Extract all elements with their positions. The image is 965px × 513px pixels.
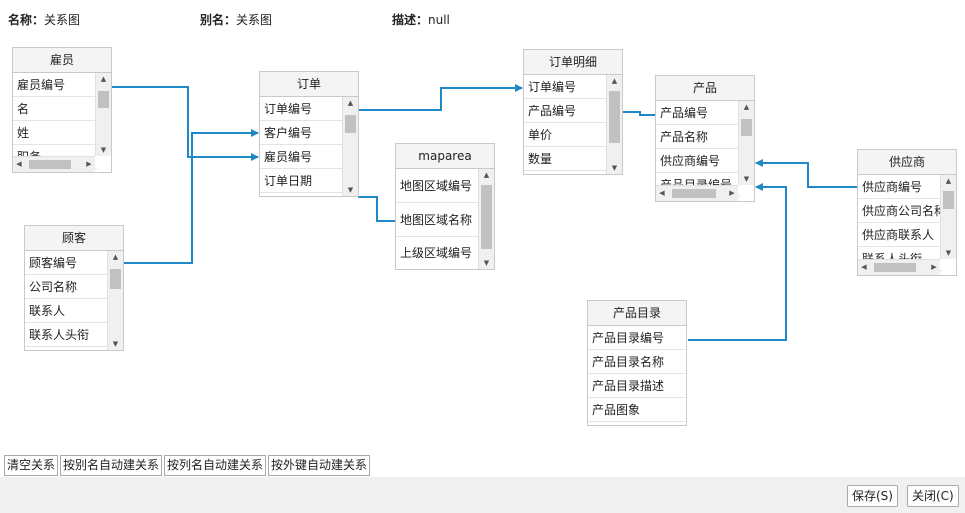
- field-row[interactable]: 雇员编号: [13, 73, 97, 97]
- vertical-scrollbar[interactable]: ▲ ▼: [606, 75, 622, 174]
- table-title[interactable]: 雇员: [13, 48, 111, 73]
- auto-relate-by-fk-button[interactable]: 按外键自动建关系: [268, 455, 371, 476]
- scroll-left-icon[interactable]: ◀: [659, 189, 665, 197]
- link-category-product: [688, 183, 787, 341]
- field-row[interactable]: 供应商编号: [858, 175, 942, 199]
- clear-relations-button[interactable]: 清空关系: [4, 455, 59, 476]
- field-row[interactable]: 雇员编号: [260, 145, 344, 169]
- field-row[interactable]: 产品编号: [524, 99, 608, 123]
- table-employee[interactable]: 雇员 雇员编号 名 姓 职务 ▲ ▼ ◀ ▶: [12, 47, 112, 173]
- field-row[interactable]: 产品图象: [588, 398, 686, 422]
- table-supplier[interactable]: 供应商 供应商编号 供应商公司名称 供应商联系人 联系人头衔 ▲ ▼ ◀ ▶: [857, 149, 957, 276]
- field-row[interactable]: 单价: [524, 123, 608, 147]
- link-employee-orders: [112, 86, 259, 161]
- scroll-down-icon[interactable]: ▼: [945, 249, 952, 257]
- link-orders-maparea: [358, 196, 395, 222]
- table-customer[interactable]: 顾客 顾客编号 公司名称 联系人 联系人头衔 ▲ ▼: [24, 225, 124, 351]
- scroll-up-icon[interactable]: ▲: [743, 103, 750, 111]
- field-row[interactable]: 公司名称: [25, 275, 109, 299]
- field-row[interactable]: 订单日期: [260, 169, 344, 193]
- field-row[interactable]: 产品目录名称: [588, 350, 686, 374]
- field-row[interactable]: 产品目录编号: [588, 326, 686, 350]
- table-orders[interactable]: 订单 订单编号 客户编号 雇员编号 订单日期 ▲ ▼: [259, 71, 359, 197]
- scroll-up-icon[interactable]: ▲: [483, 171, 490, 179]
- table-order-detail[interactable]: 订单明细 订单编号 产品编号 单价 数量 ▲ ▼: [523, 49, 623, 175]
- vertical-scrollbar[interactable]: ▲ ▼: [478, 169, 494, 269]
- auto-relate-by-alias-button[interactable]: 按别名自动建关系: [60, 455, 163, 476]
- field-row[interactable]: 产品编号: [656, 101, 740, 125]
- link-orderdetail-product: [622, 111, 655, 116]
- field-row[interactable]: 地图区域编号: [396, 169, 480, 203]
- field-row[interactable]: 供应商编号: [656, 149, 740, 173]
- table-title[interactable]: 订单: [260, 72, 358, 97]
- field-row[interactable]: 上级区域编号: [400, 246, 473, 260]
- field-row[interactable]: 联系人头衔: [25, 323, 109, 347]
- horizontal-scrollbar[interactable]: ◀ ▶: [13, 156, 95, 172]
- field-row[interactable]: 姓: [13, 121, 97, 145]
- scroll-up-icon[interactable]: ▲: [112, 253, 119, 261]
- scroll-left-icon[interactable]: ◀: [861, 263, 867, 271]
- vertical-scrollbar[interactable]: ▲ ▼: [342, 97, 358, 196]
- scroll-right-icon[interactable]: ▶: [729, 189, 735, 197]
- field-row[interactable]: 客户编号: [260, 121, 344, 145]
- table-title[interactable]: 顾客: [25, 226, 123, 251]
- vertical-scrollbar[interactable]: ▲ ▼: [738, 101, 754, 185]
- field-row[interactable]: 供应商联系人: [858, 223, 942, 247]
- auto-relate-by-column-button[interactable]: 按列名自动建关系: [164, 455, 267, 476]
- action-bar: 清空关系按别名自动建关系按列名自动建关系按外键自动建关系: [4, 455, 372, 476]
- field-row[interactable]: 顾客编号: [25, 251, 109, 275]
- scroll-down-icon[interactable]: ▼: [347, 186, 354, 194]
- scroll-down-icon[interactable]: ▼: [100, 146, 107, 154]
- table-product[interactable]: 产品 产品编号 产品名称 供应商编号 产品目录编号 ▲ ▼ ◀ ▶: [655, 75, 755, 202]
- close-button[interactable]: 关闭(C): [907, 485, 959, 507]
- vertical-scrollbar[interactable]: ▲ ▼: [107, 251, 123, 350]
- scroll-down-icon[interactable]: ▼: [112, 340, 119, 348]
- scroll-up-icon[interactable]: ▲: [611, 77, 618, 85]
- field-row[interactable]: 地图区域名称: [396, 203, 480, 237]
- field-row[interactable]: 产品目录描述: [588, 374, 686, 398]
- scroll-up-icon[interactable]: ▲: [100, 75, 107, 83]
- link-customer-orders: [124, 129, 259, 264]
- vertical-scrollbar[interactable]: ▲ ▼: [95, 73, 111, 156]
- field-row[interactable]: 名: [13, 97, 97, 121]
- field-row[interactable]: 订单编号: [260, 97, 344, 121]
- table-maparea[interactable]: maparea 地图区域编号 地图区域名称 上级区域编号 ▲ ▼: [395, 143, 495, 270]
- scroll-up-icon[interactable]: ▲: [945, 177, 952, 185]
- table-title[interactable]: 产品: [656, 76, 754, 101]
- scroll-down-icon[interactable]: ▼: [743, 175, 750, 183]
- field-row[interactable]: 数量: [524, 147, 608, 171]
- table-title[interactable]: 订单明细: [524, 50, 622, 75]
- table-title[interactable]: maparea: [396, 144, 494, 169]
- dialog-footer: 保存(S) 关闭(C): [0, 477, 965, 513]
- table-title[interactable]: 产品目录: [588, 301, 686, 326]
- scroll-up-icon[interactable]: ▲: [347, 99, 354, 107]
- link-orders-orderdetail: [358, 84, 523, 111]
- vertical-scrollbar[interactable]: ▲ ▼: [940, 175, 956, 259]
- scroll-right-icon[interactable]: ▶: [931, 263, 937, 271]
- link-supplier-product: [755, 159, 858, 188]
- field-row[interactable]: 订单编号: [524, 75, 608, 99]
- field-row[interactable]: 产品名称: [656, 125, 740, 149]
- diagram-description: 描述：null: [392, 13, 450, 27]
- horizontal-scrollbar[interactable]: ◀ ▶: [858, 259, 940, 275]
- table-title[interactable]: 供应商: [858, 150, 956, 175]
- diagram-name: 名称：关系图: [8, 13, 81, 27]
- scroll-down-icon[interactable]: ▼: [611, 164, 618, 172]
- field-row[interactable]: 供应商公司名称: [858, 199, 942, 223]
- diagram-alias: 别名：关系图: [200, 13, 273, 27]
- field-row[interactable]: 联系人: [25, 299, 109, 323]
- scroll-left-icon[interactable]: ◀: [16, 160, 22, 168]
- table-category[interactable]: 产品目录 产品目录编号 产品目录名称 产品目录描述 产品图象: [587, 300, 687, 426]
- save-button[interactable]: 保存(S): [847, 485, 898, 507]
- horizontal-scrollbar[interactable]: ◀ ▶: [656, 185, 738, 201]
- scroll-right-icon[interactable]: ▶: [86, 160, 92, 168]
- scroll-down-icon[interactable]: ▼: [483, 259, 490, 267]
